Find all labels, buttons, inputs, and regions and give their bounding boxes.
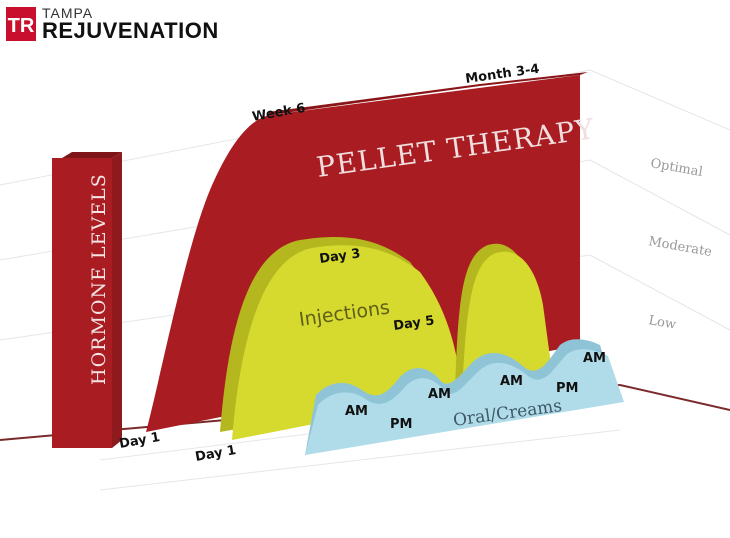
oral-point-2: PM xyxy=(390,417,412,432)
hormone-levels-bar: HORMONE LEVELS xyxy=(52,152,122,448)
level-optimal: Optimal xyxy=(649,156,703,180)
oral-point-5: PM xyxy=(556,381,578,396)
level-labels: Optimal Moderate Low xyxy=(647,156,713,333)
logo-line-2: REJUVENATION xyxy=(42,18,219,43)
tr-logo-icon: TR xyxy=(6,7,36,41)
level-moderate: Moderate xyxy=(647,234,713,260)
svg-text:TR: TR xyxy=(8,15,35,37)
oral-point-4: AM xyxy=(500,374,523,389)
pellet-point-day1: Day 1 xyxy=(118,430,161,452)
brand-logo: TR TAMPA REJUVENATION xyxy=(6,6,219,42)
logo-line-1: TAMPA xyxy=(42,5,94,21)
oral-point-1: AM xyxy=(345,404,368,419)
oral-point-3: AM xyxy=(428,387,451,402)
injections-point-day1: Day 1 xyxy=(194,443,237,465)
injections-point-day5: Day 5 xyxy=(392,313,435,334)
y-axis-label: HORMONE LEVELS xyxy=(88,173,110,385)
oral-series: Oral/Creams AM PM AM AM PM AM xyxy=(305,339,624,455)
oral-point-6: AM xyxy=(583,351,606,366)
level-low: Low xyxy=(647,313,677,333)
injections-point-day3: Day 3 xyxy=(318,246,361,267)
